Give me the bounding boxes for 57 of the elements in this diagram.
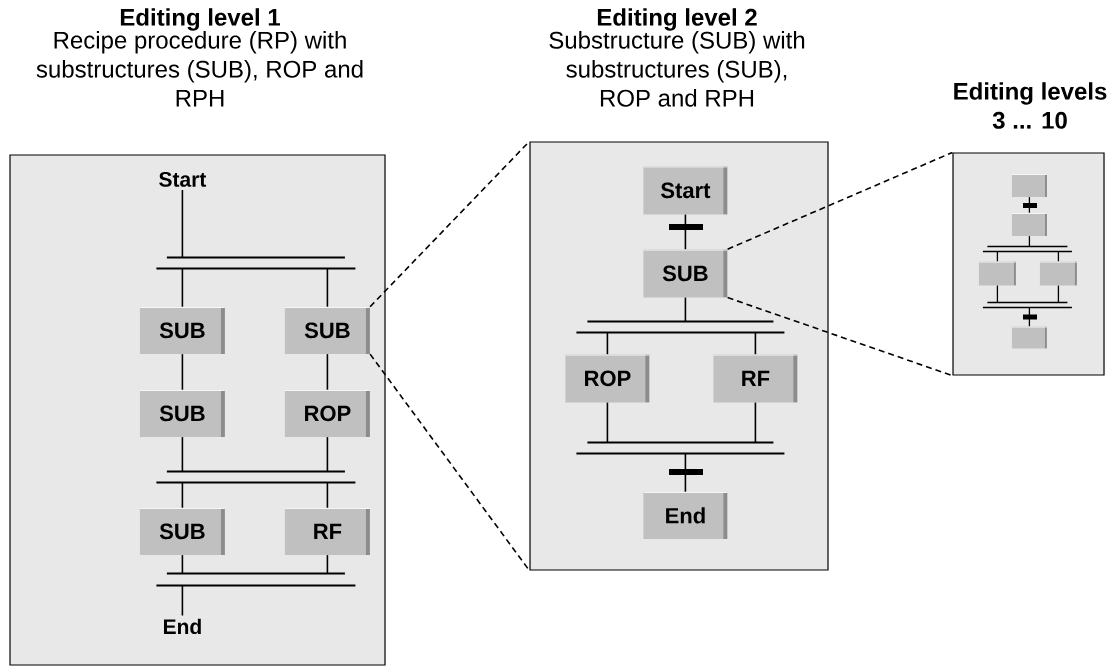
empty-step-box	[1011, 326, 1047, 349]
step-box: Start	[643, 166, 728, 215]
connector-line	[181, 584, 184, 617]
connector-line	[754, 401, 757, 444]
empty-step-box	[1039, 261, 1077, 286]
connector-line	[1028, 196, 1031, 214]
double-sync-bar	[155, 256, 357, 270]
panel-heading: Editing level 1	[120, 8, 280, 31]
step-box: SUB	[643, 249, 728, 298]
connector-line	[684, 296, 687, 323]
connector-line	[326, 353, 329, 391]
connector-line	[181, 189, 184, 259]
empty-step-box	[978, 261, 1016, 286]
step-label: End	[164, 618, 201, 635]
double-sync-bar	[155, 470, 357, 484]
connector-line	[684, 452, 687, 493]
zoom-line	[726, 296, 954, 377]
connector-line	[1057, 284, 1060, 304]
connector-line	[996, 284, 999, 304]
connector-line	[606, 401, 609, 444]
step-box: ROP	[565, 354, 650, 403]
connector-line	[326, 436, 329, 473]
connector-line	[181, 436, 184, 473]
double-sync-bar	[155, 572, 357, 587]
panel-description: Substructure (SUB) with substructures (SUB), ROP and RPH	[549, 31, 805, 107]
step-box: RF	[284, 507, 370, 555]
double-sync-bar	[982, 301, 1073, 309]
double-sync-bar	[575, 320, 786, 334]
connector-line	[181, 554, 184, 575]
connector-line	[181, 267, 184, 308]
step-box: SUB	[284, 306, 370, 354]
double-sync-bar	[575, 441, 786, 455]
connector-line	[606, 331, 609, 355]
step-box: End	[643, 491, 728, 539]
connector-line	[181, 353, 184, 391]
step-box: RF	[713, 354, 798, 403]
connector-line	[326, 481, 329, 509]
connector-line	[996, 250, 999, 262]
connector-line	[326, 554, 329, 575]
connector-line	[326, 267, 329, 308]
step-box: SUB	[139, 507, 225, 555]
zoom-line	[726, 151, 954, 250]
connector-line	[684, 213, 687, 250]
panel-description: Recipe procedure (RP) with substructures (SUB), ROP and RPH	[36, 31, 363, 107]
step-box: SUB	[139, 389, 225, 437]
connector-line	[1028, 306, 1031, 327]
connector-line	[1057, 250, 1060, 262]
step-box: SUB	[139, 306, 225, 354]
panel-heading: Editing level 2	[597, 8, 757, 31]
step-box: ROP	[284, 389, 370, 437]
connector-line	[181, 481, 184, 509]
step-label: Start	[159, 171, 207, 187]
double-sync-bar	[982, 245, 1073, 253]
panel-heading: Editing levels 3 ... 10	[954, 82, 1107, 129]
zoom-line	[369, 353, 531, 572]
connector-line	[1028, 235, 1031, 248]
connector-line	[754, 331, 757, 355]
